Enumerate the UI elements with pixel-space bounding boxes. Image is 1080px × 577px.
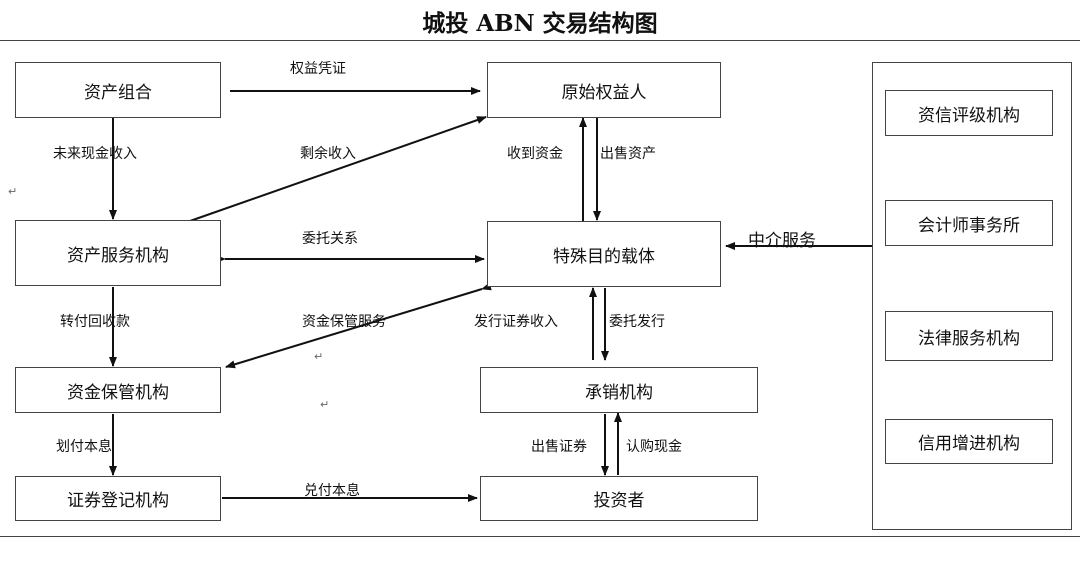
label-transfer-collection: 转付回收款: [60, 314, 130, 330]
box-spv: 特殊目的载体: [487, 221, 721, 287]
page-title: 城投 ABN 交易结构图: [422, 10, 658, 37]
box-rating-agency: 资信评级机构: [885, 90, 1053, 136]
stray-mark: ↵: [8, 185, 18, 198]
box-custodian: 资金保管机构: [15, 367, 221, 413]
box-underwriter: 承销机构: [480, 367, 758, 413]
box-originator: 原始权益人: [487, 62, 721, 118]
label-securities-sold: 出售证券: [531, 439, 587, 455]
label-equity-certificate: 权益凭证: [290, 61, 346, 77]
label-residual-income: 剩余收入: [300, 146, 356, 162]
arrow-custody-service: [225, 282, 492, 369]
bottom-rule: [0, 536, 1080, 537]
box-credit-enhancer: 信用增进机构: [885, 419, 1053, 464]
label-future-cash-income: 未来现金收入: [53, 146, 137, 162]
stray-mark: ↵: [314, 350, 324, 363]
label-issuance-income: 发行证券收入: [474, 314, 558, 330]
label-assets-sold: 出售资产: [600, 146, 656, 162]
box-registrar: 证券登记机构: [15, 476, 221, 521]
box-accounting-firm: 会计师事务所: [885, 200, 1053, 246]
arrow-residual-income: [189, 116, 487, 222]
label-entrusted-issuance: 委托发行: [609, 314, 665, 330]
label-funds-received: 收到资金: [507, 146, 563, 162]
label-intermediary-services: 中介服务: [748, 231, 816, 251]
intermediary-panel: [872, 62, 1072, 530]
box-asset-pool: 资产组合: [15, 62, 221, 118]
box-law-firm: 法律服务机构: [885, 311, 1053, 361]
label-entrustment: 委托关系: [302, 231, 358, 247]
box-investor: 投资者: [480, 476, 758, 521]
box-asset-servicer: 资产服务机构: [15, 220, 221, 286]
label-principal-interest-payment: 兑付本息: [304, 483, 360, 499]
label-principal-interest-transfer: 划付本息: [56, 439, 112, 455]
label-custody-service: 资金保管服务: [302, 314, 386, 330]
stray-mark: ↵: [320, 398, 330, 411]
label-subscription-cash: 认购现金: [626, 439, 682, 455]
title-rule: [0, 40, 1080, 41]
